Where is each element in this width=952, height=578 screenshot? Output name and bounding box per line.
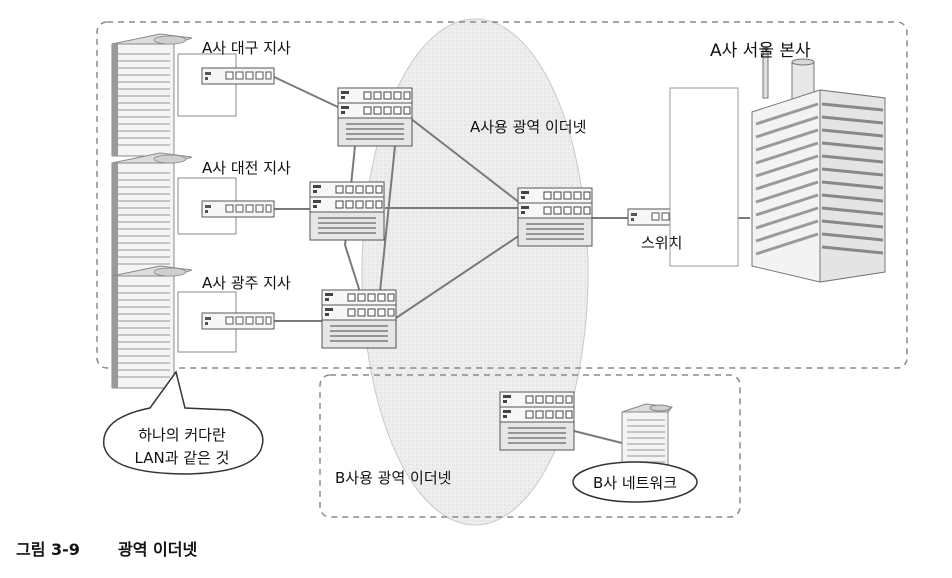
branch-daegu-switch: [201, 67, 275, 85]
switch-label: 스위치: [641, 234, 683, 252]
branch-daejeon-label: A사 대전 지사: [202, 159, 291, 177]
b-network-label: B사 네트워크: [592, 474, 678, 492]
branch-gwangju-label: A사 광주 지사: [202, 274, 291, 292]
b-network-ellipse: [572, 461, 698, 503]
hq-annex: [669, 87, 739, 267]
b-ethernet-switch: [499, 391, 575, 451]
branch-daegu-label: A사 대구 지사: [202, 39, 291, 57]
hq-label: A사 서울 본사: [710, 41, 811, 61]
core-switch-right: [517, 187, 593, 247]
b-ethernet-label: B사용 광역 이더넷: [335, 469, 452, 487]
branch-daejeon-switch: [201, 200, 275, 218]
b-company-region: [319, 374, 741, 518]
speech-bubble: [103, 370, 264, 475]
a-ethernet-label: A사용 광역 이더넷: [470, 118, 587, 136]
core-switch-top: [337, 87, 413, 147]
connection-lines: [271, 75, 750, 444]
speech-text-line1: 하나의 커다란: [138, 426, 226, 444]
figure-number: 그림 3-9: [16, 540, 80, 559]
a-company-region: [96, 21, 908, 369]
speech-text-line2: LAN과 같은 것: [134, 449, 230, 467]
branch-gwangju-switch: [201, 312, 275, 330]
core-switch-bottom: [321, 289, 397, 349]
hq-tower: [751, 47, 886, 283]
figure-title: 광역 이더넷: [118, 540, 198, 559]
core-switch-middle-left: [309, 181, 385, 241]
branch-daegu-building: [111, 33, 237, 157]
